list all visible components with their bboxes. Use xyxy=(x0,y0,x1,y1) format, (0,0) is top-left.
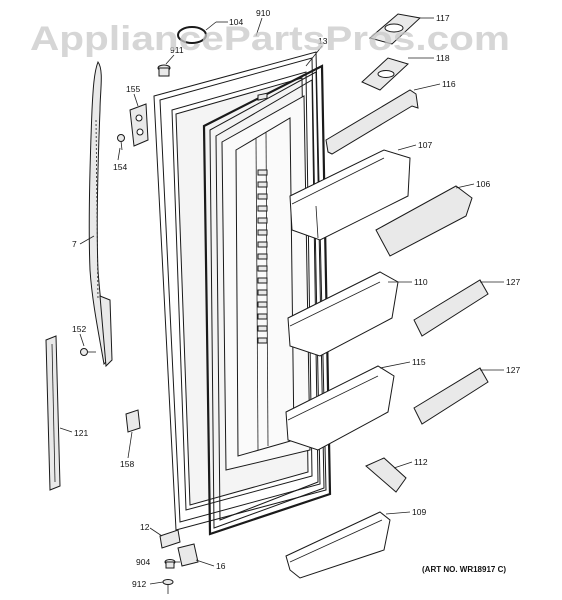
bracket-16 xyxy=(177,543,199,567)
callout-127a: 127 xyxy=(506,277,520,287)
callout-158: 158 xyxy=(120,459,134,469)
callout-110: 110 xyxy=(414,277,428,287)
screw-912 xyxy=(162,579,174,594)
door-gasket xyxy=(202,64,332,536)
screw-154 xyxy=(117,134,125,151)
callout-118: 118 xyxy=(436,53,450,63)
callout-104: 104 xyxy=(229,17,243,27)
callout-115: 115 xyxy=(412,357,426,367)
bin-110 xyxy=(287,271,399,357)
bin-127a xyxy=(413,279,489,337)
bin-127b xyxy=(413,367,489,425)
callout-127b: 127 xyxy=(506,365,520,375)
watermark-text: AppliancePartsPros.com xyxy=(30,20,510,58)
callout-labels: 104 910 911 13 117 118 116 155 154 107 1… xyxy=(72,8,520,589)
callout-155: 155 xyxy=(126,84,140,94)
plug-911 xyxy=(157,64,171,77)
callout-910: 910 xyxy=(256,8,270,18)
bar-116 xyxy=(325,89,419,155)
art-number: (ART NO. WR18917 C) xyxy=(422,565,506,574)
pin-904 xyxy=(164,559,176,569)
hinge-bracket xyxy=(129,103,149,147)
screw-152 xyxy=(80,348,96,356)
callout-912: 912 xyxy=(132,579,146,589)
handle-trim-strip xyxy=(45,335,61,491)
callout-911: 911 xyxy=(170,45,184,55)
callout-904: 904 xyxy=(136,557,150,567)
leader-lines xyxy=(59,17,504,585)
bin-115 xyxy=(285,365,395,451)
callout-116: 116 xyxy=(442,79,456,89)
cap-158 xyxy=(125,409,141,433)
callout-16: 16 xyxy=(216,561,226,571)
cap-118 xyxy=(361,57,409,91)
callout-107: 107 xyxy=(418,140,432,150)
callout-112: 112 xyxy=(414,457,428,467)
callout-117: 117 xyxy=(436,13,450,23)
bin-106 xyxy=(375,185,473,257)
shelf-rail-bumps xyxy=(257,92,268,344)
cap-112 xyxy=(365,457,407,493)
callout-109: 109 xyxy=(412,507,426,517)
door-handle xyxy=(88,60,113,368)
callout-152: 152 xyxy=(72,324,86,334)
callout-121: 121 xyxy=(74,428,88,438)
bin-109 xyxy=(285,511,391,579)
bin-107 xyxy=(289,149,411,241)
callout-106: 106 xyxy=(476,179,490,189)
hinge-12 xyxy=(159,529,181,549)
callout-12: 12 xyxy=(140,522,150,532)
callout-13: 13 xyxy=(318,36,328,46)
ring-104 xyxy=(177,26,207,44)
callout-7: 7 xyxy=(72,239,77,249)
callout-154: 154 xyxy=(113,162,127,172)
